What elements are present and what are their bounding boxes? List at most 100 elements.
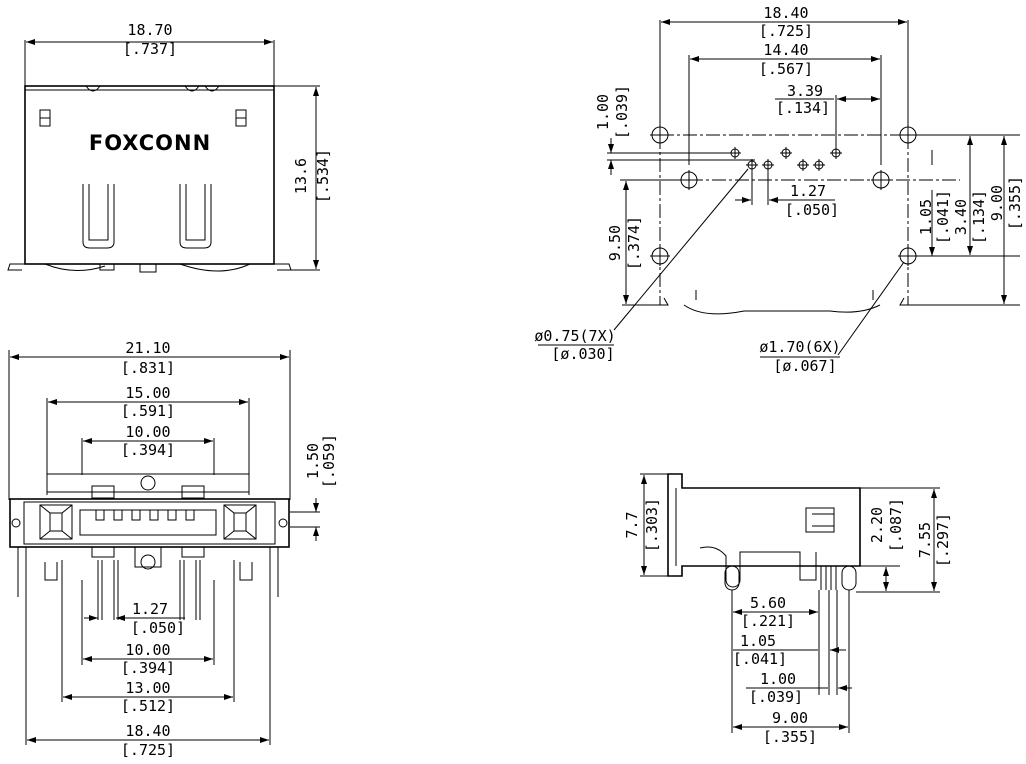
side-c-mm: 5.60 xyxy=(750,594,786,612)
pcb-h1-in: [.374] xyxy=(625,216,643,270)
spring-finger-left-inner xyxy=(88,184,109,241)
outline-bottom xyxy=(648,297,920,315)
d1-in: [.591] xyxy=(121,402,175,420)
spring-finger-right-inner xyxy=(185,184,206,241)
side-h-in: [.303] xyxy=(643,498,661,552)
side-d-in: [.041] xyxy=(733,650,787,668)
latch-right xyxy=(223,504,257,540)
mount-legs xyxy=(7,263,292,271)
overall-in: [.831] xyxy=(121,359,175,377)
body-inner xyxy=(23,501,276,545)
pcb-r2-mm: 3.40 xyxy=(952,199,970,235)
bottom-view: 21.10 [.831] 15.00 [.591] 10.00 [.394] xyxy=(8,339,338,759)
solder-pins xyxy=(97,560,201,620)
hole-small-in: [ø.030] xyxy=(551,345,614,363)
peg xyxy=(841,565,857,591)
pcb-v1-mm: 1.00 xyxy=(594,94,612,130)
pin-field xyxy=(79,509,217,536)
d2-in: [.394] xyxy=(121,441,175,459)
connector-shell xyxy=(24,85,275,265)
tab xyxy=(181,485,205,499)
pcb-h1-mm: 9.50 xyxy=(606,225,624,261)
side-a-mm: 2.20 xyxy=(868,507,886,543)
outline-ticks xyxy=(695,290,874,300)
pcb-r3-in: [.355] xyxy=(1006,176,1024,230)
mount-hole-left xyxy=(11,518,21,528)
spring-finger-left xyxy=(82,184,115,249)
tab xyxy=(91,485,115,499)
boss xyxy=(44,562,253,581)
tab xyxy=(91,546,115,558)
small-holes xyxy=(729,147,842,171)
p2-mm: 13.00 xyxy=(125,679,170,697)
pcb-layout-view: 18.40 [.725] 14.40 [.567] 3.39 [.134] 1.… xyxy=(534,4,1024,375)
connector-body xyxy=(9,498,290,548)
shell-dimples xyxy=(85,85,220,92)
front-view: 18.70 [.737] FOXCONN 13.6 [.534] xyxy=(7,21,332,273)
p2-in: [.512] xyxy=(121,697,175,715)
pcb-pitch-in: [.050] xyxy=(785,201,839,219)
overall-mm: 21.10 xyxy=(125,339,170,357)
pitch-in: [.050] xyxy=(131,619,185,637)
side-mm: 1.50 xyxy=(304,443,322,479)
pcb-v1-in: [.039] xyxy=(613,85,631,139)
pcb-r1-mm: 1.05 xyxy=(917,199,935,235)
side-a-in: [.087] xyxy=(887,498,905,552)
side-b-in: [.297] xyxy=(934,513,952,567)
side-h-mm: 7.7 xyxy=(623,511,641,538)
pcb-w2-mm: 14.40 xyxy=(763,41,808,59)
side-window-inner xyxy=(812,513,835,527)
spring-finger-right xyxy=(179,184,212,249)
foxconn-logo: FOXCONN xyxy=(89,131,211,155)
hole-small-mm: ø0.75(7X) xyxy=(534,327,615,345)
pitch-mm: 1.27 xyxy=(132,600,168,618)
side-window xyxy=(805,507,835,533)
leader-line xyxy=(837,261,905,356)
hole-large-mm: ø1.70(6X) xyxy=(759,338,840,356)
peg xyxy=(140,475,156,491)
leader-line xyxy=(613,168,749,331)
p1-in: [.394] xyxy=(121,659,175,677)
side-d-mm: 1.05 xyxy=(740,632,776,650)
tab xyxy=(181,546,205,558)
latch-right-detail xyxy=(223,504,257,540)
side-b-mm: 7.55 xyxy=(916,522,934,558)
pcb-w-mm: 18.40 xyxy=(763,4,808,22)
top-latch-bar xyxy=(46,473,250,493)
front-width-mm: 18.70 xyxy=(127,21,172,39)
p3-mm: 18.40 xyxy=(125,722,170,740)
pcb-w2-in: [.567] xyxy=(759,60,813,78)
pins xyxy=(95,510,195,521)
d1-mm: 15.00 xyxy=(125,384,170,402)
front-height-in: [.534] xyxy=(314,149,332,203)
side-view: 7.7 [.303] 2.20 [.087] 7.55 [.297] 5.60 … xyxy=(623,473,952,746)
peg-frame xyxy=(134,547,162,568)
pcb-pitch-mm: 1.27 xyxy=(790,182,826,200)
pcb-r1-in: [.041] xyxy=(934,190,952,244)
d2-mm: 10.00 xyxy=(125,423,170,441)
pcb-w-in: [.725] xyxy=(759,22,813,40)
hole-large-in: [ø.067] xyxy=(773,357,836,375)
pcb-w3-mm: 3.39 xyxy=(787,82,823,100)
side-e-mm: 1.00 xyxy=(760,670,796,688)
p1-mm: 10.00 xyxy=(125,641,170,659)
solder-tails xyxy=(44,263,251,273)
front-width-in: [.737] xyxy=(123,40,177,58)
front-height-mm: 13.6 xyxy=(292,158,310,194)
mount-hole-right xyxy=(278,518,288,528)
side-tails xyxy=(699,546,817,588)
side-e-in: [.039] xyxy=(749,688,803,706)
leg-lines xyxy=(17,547,279,597)
side-c-in: [.221] xyxy=(741,612,795,630)
large-holes xyxy=(650,125,918,266)
side-in: [.059] xyxy=(320,434,338,488)
p3-in: [.725] xyxy=(121,741,175,759)
pcb-w3-in: [.134] xyxy=(776,99,830,117)
pcb-r3-mm: 9.00 xyxy=(988,185,1006,221)
side-f-in: [.355] xyxy=(763,728,817,746)
peg xyxy=(140,554,156,570)
pcb-r2-in: [.134] xyxy=(970,190,988,244)
side-body xyxy=(667,473,861,577)
latch-left-detail xyxy=(39,504,73,540)
